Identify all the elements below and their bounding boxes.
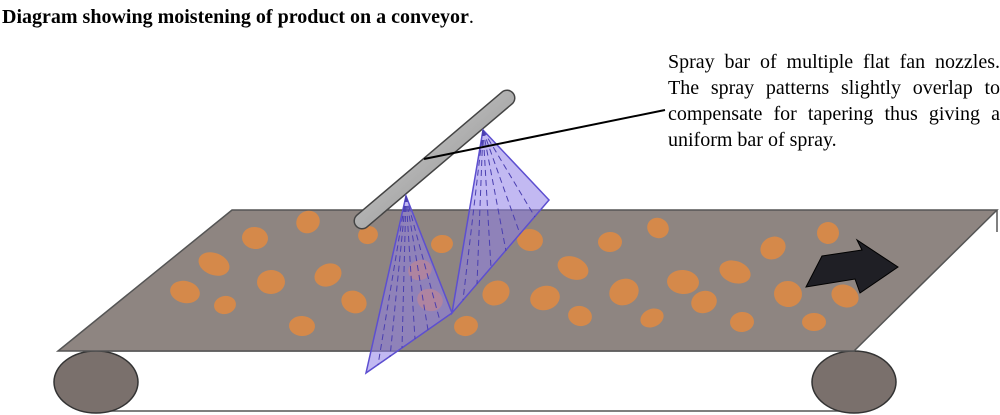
product-piece xyxy=(568,305,592,327)
product-piece xyxy=(214,295,236,315)
spray-bar-annotation: Spray bar of multiple flat fan nozzles. … xyxy=(668,51,1000,151)
product-piece xyxy=(691,290,717,314)
title-text: Diagram showing moistening of product on… xyxy=(2,6,469,28)
product-piece xyxy=(530,285,560,311)
right-roller xyxy=(811,350,897,414)
product-piece xyxy=(667,269,699,295)
product-piece xyxy=(802,313,826,331)
product-piece xyxy=(431,234,453,254)
spray-fan-right xyxy=(450,128,551,316)
product-piece xyxy=(647,217,669,239)
product-piece xyxy=(609,278,639,306)
product-piece xyxy=(774,280,802,308)
diagram-title: Diagram showing moistening of product on… xyxy=(2,4,522,31)
product-piece xyxy=(640,308,664,328)
product-piece xyxy=(341,290,367,314)
annotation-leader-line xyxy=(423,109,666,160)
product-piece xyxy=(517,228,543,252)
product-piece xyxy=(831,284,859,308)
product-piece xyxy=(296,210,320,234)
product-piece xyxy=(719,260,751,284)
product-piece xyxy=(760,236,786,260)
product-piece xyxy=(730,311,754,333)
product-piece xyxy=(198,252,230,276)
product-piece xyxy=(289,315,315,337)
spray-fan-left xyxy=(364,193,453,375)
product-piece xyxy=(170,280,200,304)
direction-arrow-icon xyxy=(805,238,899,294)
product-piece xyxy=(242,226,268,250)
title-period: . xyxy=(468,6,474,28)
product-piece xyxy=(482,280,510,306)
product-piece xyxy=(454,315,478,337)
product-piece xyxy=(257,269,285,295)
product-piece xyxy=(314,263,342,287)
return-belt xyxy=(96,350,854,412)
left-roller xyxy=(53,350,139,414)
product-piece xyxy=(598,231,622,253)
product-pieces xyxy=(170,210,859,337)
spray-bar xyxy=(353,89,516,230)
product-piece xyxy=(817,222,839,244)
product-piece xyxy=(358,225,378,245)
product-piece xyxy=(557,256,589,280)
